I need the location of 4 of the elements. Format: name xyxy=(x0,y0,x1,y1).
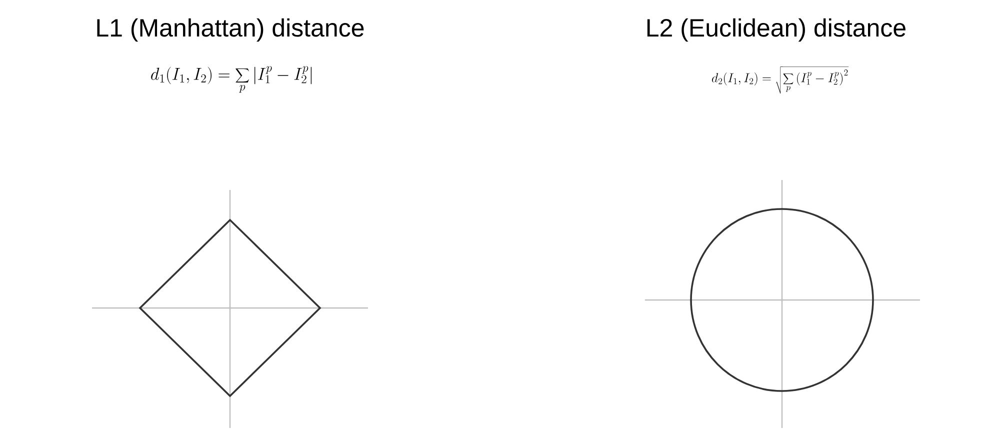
formula: $d_1(I_1, I_2) = \sum_p \left|I_1^p - I_2^p\right|$ xyxy=(151,66,312,93)
formula: $d_2(I_1, I_2) = \sqrt{\sum_p \left(I_1^p - I_2^p\right)^2}$ xyxy=(712,66,849,94)
heading: L1 (Manhattan) distance xyxy=(97,18,364,42)
heading: L2 (Euclidean) distance xyxy=(647,18,906,42)
